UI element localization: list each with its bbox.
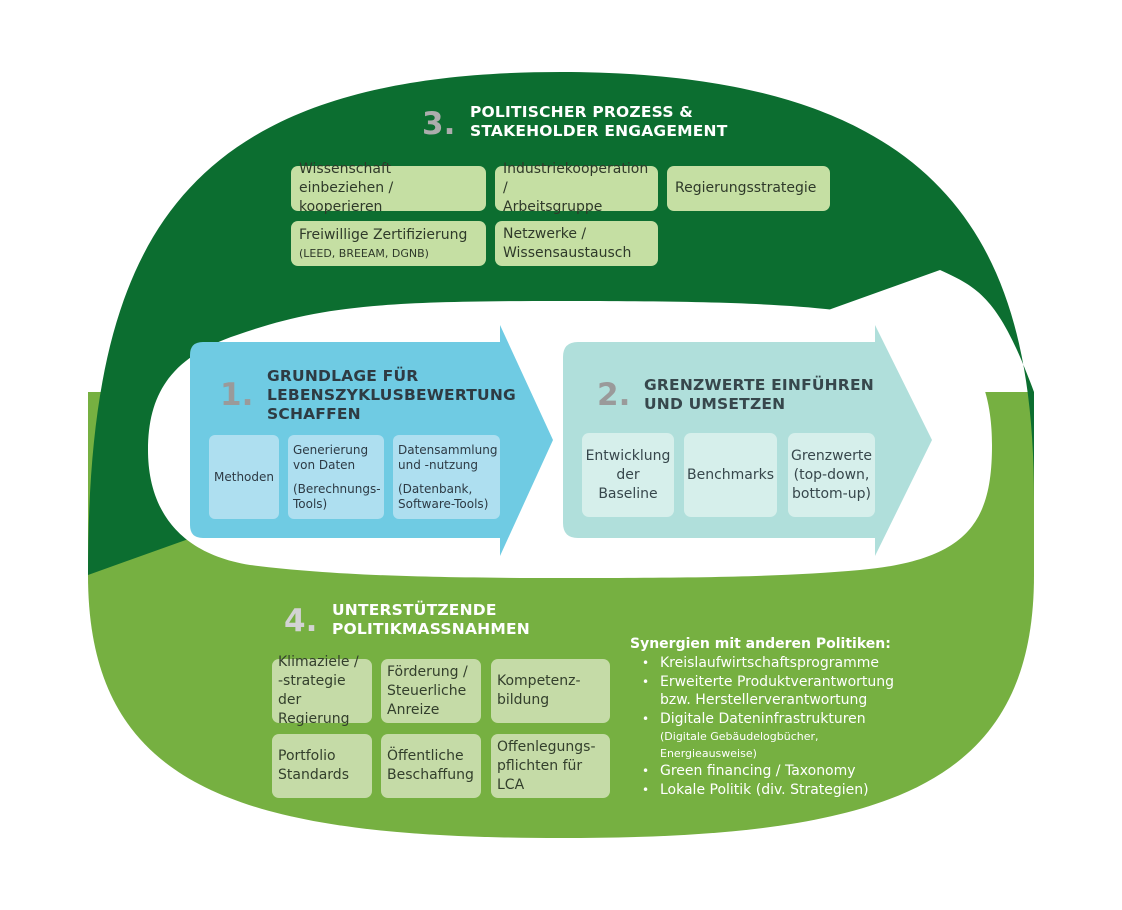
foundation-box-data-generation: Generierung von Daten (Berechnungs- Tool… <box>288 435 384 519</box>
section1-title-line: LEBENSZYKLUSBEWERTUNG <box>267 386 516 404</box>
box-line: Förderung / <box>387 663 468 680</box>
box-line: bottom-up) <box>792 485 871 502</box>
synergies-item-line: Erweiterte Produktverantwortung <box>660 673 895 690</box>
measure-box-science: Wissenschaft einbeziehen / kooperieren <box>291 161 486 215</box>
box-line: Industriekooperation / <box>503 161 649 196</box>
synergies-item-line: Lokale Politik (div. Strategien) <box>660 781 869 798</box>
box-subline: Software-Tools) <box>398 496 489 511</box>
synergies-item: Lokale Politik (div. Strategien) <box>630 781 970 800</box>
box-line: Arbeitsgruppe <box>503 199 603 215</box>
box-line: Beschaffung <box>387 767 474 783</box>
box-subline: (Datenbank, <box>398 481 473 496</box>
synergies-list: Kreislaufwirtschaftsprogramme Erweiterte… <box>630 654 970 799</box>
box-line: der Baseline <box>598 466 658 502</box>
box-line: Freiwillige Zertifizierung <box>299 226 468 243</box>
support-box-competence: Kompetenz- bildung <box>491 659 610 723</box>
section4-title: UNTERSTÜTZENDE POLITIKMASSNAHMEN <box>332 601 530 639</box>
box-subline: Tools) <box>293 496 328 511</box>
section3-title: POLITISCHER PROZESS & STAKEHOLDER ENGAGE… <box>470 103 728 141</box>
section1-number: 1. <box>220 377 254 413</box>
synergies-item-line: Digitale Dateninfrastrukturen <box>660 710 866 727</box>
synergies-item: Kreislaufwirtschaftsprogramme <box>630 654 970 673</box>
measure-box-networks: Netzwerke / Wissensaustausch <box>495 221 658 266</box>
box-spacer <box>398 473 495 482</box>
section4-title-line: POLITIKMASSNAHMEN <box>332 620 530 638</box>
section3-title-line: STAKEHOLDER ENGAGEMENT <box>470 122 728 140</box>
box-line: bildung <box>497 692 550 708</box>
support-box-funding: Förderung / Steuerliche Anreize <box>381 659 481 723</box>
box-line: Methoden <box>214 469 274 484</box>
synergies-item-subline: Energieausweise) <box>660 747 757 760</box>
box-line: Standards <box>278 767 349 783</box>
foundation-box-data-collection: Datensammlung und -nutzung (Datenbank, S… <box>393 435 500 519</box>
synergies-item-line: bzw. Herstellerverantwortung <box>660 692 868 708</box>
section4-title-line: UNTERSTÜTZENDE <box>332 601 497 619</box>
box-line: Datensammlung <box>398 442 498 457</box>
synergies-item-line: Kreislaufwirtschaftsprogramme <box>660 655 879 671</box>
support-box-procurement: Öffentliche Beschaffung <box>381 734 481 798</box>
section1-title-line: GRUNDLAGE FÜR <box>267 367 419 385</box>
box-spacer <box>293 473 379 482</box>
synergies-panel: Synergien mit anderen Politiken: Kreisla… <box>630 636 970 799</box>
box-line: Anreize <box>387 701 440 718</box>
measure-box-certification: Freiwillige Zertifizierung (LEED, BREEAM… <box>291 221 486 266</box>
foundation-box-methods: Methoden <box>209 435 279 519</box>
box-line: Portfolio <box>278 748 336 764</box>
box-line: Benchmarks <box>686 466 775 483</box>
section1-title: GRUNDLAGE FÜR LEBENSZYKLUSBEWERTUNG SCHA… <box>267 367 516 424</box>
box-line: Offenlegungs- <box>497 738 596 755</box>
box-line: Netzwerke / <box>503 225 587 242</box>
support-box-portfolio: Portfolio Standards <box>272 734 372 798</box>
box-line: Steuerliche <box>387 682 467 699</box>
limits-box-benchmarks: Benchmarks <box>684 433 777 517</box>
box-line: Wissensaustausch <box>503 244 632 261</box>
box-line: Klimaziele / <box>278 654 359 670</box>
box-subline: (LEED, BREEAM, DGNB) <box>299 246 429 260</box>
box-line: -strategie der <box>278 673 346 708</box>
box-line: Kompetenz- <box>497 673 581 689</box>
box-line: (top-down, <box>793 466 870 483</box>
section3-number: 3. <box>422 106 456 142</box>
box-line: Wissenschaft einbeziehen / <box>299 161 394 196</box>
section4-number: 4. <box>284 603 318 639</box>
support-box-disclosure: Offenlegungs- pflichten für LCA <box>491 734 610 798</box>
box-line: von Daten <box>293 457 356 472</box>
box-line: Generierung <box>293 442 369 457</box>
section2-title-line: UND UMSETZEN <box>644 395 786 413</box>
box-line: und -nutzung <box>398 457 479 472</box>
section3-title-line: POLITISCHER PROZESS & <box>470 103 693 121</box>
synergies-item: Digitale Dateninfrastrukturen (Digitale … <box>630 710 970 763</box>
section1-title-line: SCHAFFEN <box>267 405 361 423</box>
support-box-climate-goals: Klimaziele / -strategie der Regierung <box>272 654 372 727</box>
section2-title-line: GRENZWERTE EINFÜHREN <box>644 376 874 394</box>
synergies-item: Erweiterte Produktverantwortung bzw. Her… <box>630 673 970 710</box>
synergies-item-subline: (Digitale Gebäudelogbücher, <box>660 730 819 743</box>
box-line: pflichten für LCA <box>497 757 583 793</box>
box-line: Regierungsstrategie <box>675 180 817 196</box>
measure-box-strategy: Regierungsstrategie <box>667 166 830 211</box>
limits-box-thresholds: Grenzwerte (top-down, bottom-up) <box>788 433 875 517</box>
box-line: Grenzwerte <box>790 447 873 464</box>
synergies-item: Green financing / Taxonomy <box>630 762 970 781</box>
box-line: Regierung <box>278 711 350 727</box>
box-line: Öffentliche <box>387 748 464 764</box>
measure-box-industry: Industriekooperation / Arbeitsgruppe <box>495 161 658 215</box>
box-subline: (Berechnungs- <box>293 481 381 496</box>
section2-title: GRENZWERTE EINFÜHREN UND UMSETZEN <box>644 376 874 414</box>
section2-number: 2. <box>597 377 631 413</box>
synergies-title: Synergien mit anderen Politiken: <box>630 636 891 652</box>
box-line: kooperieren <box>299 199 383 215</box>
box-line: Entwicklung <box>585 447 671 464</box>
limits-box-baseline: Entwicklung der Baseline <box>582 433 674 517</box>
synergies-item-line: Green financing / Taxonomy <box>660 763 856 779</box>
